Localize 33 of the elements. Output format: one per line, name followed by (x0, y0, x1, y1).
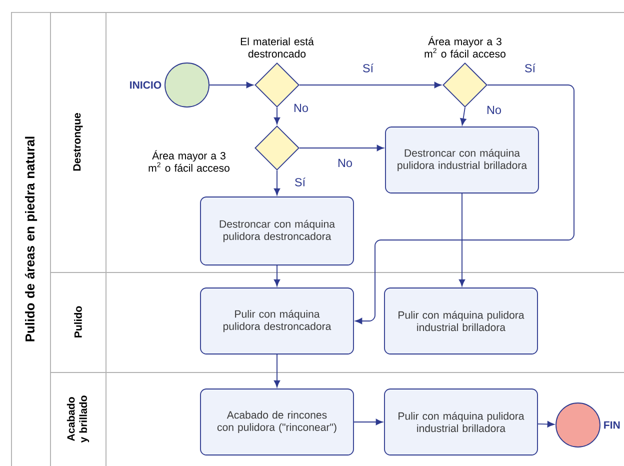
process-box: Destroncar con máquina pulidora destroncadora (200, 196, 354, 266)
process-box: Acabado de rincones con pulidora ("rinconear") (200, 388, 354, 456)
process-box: Pulir con máquina pulidora industrial brilladora (384, 288, 538, 354)
node-caption: FIN (604, 421, 620, 429)
node-caption: INICIO (130, 81, 162, 89)
edge-label: No (292, 102, 310, 114)
decision-diamond (442, 62, 488, 108)
arrow (355, 84, 574, 324)
arrow (274, 170, 280, 196)
edge-label: No (485, 104, 503, 116)
process-box: Pulir con máquina pulidora industrial brilladora (384, 388, 538, 456)
edge-label: No (336, 158, 354, 168)
node-caption: Área mayor a 3 m$^{2}$ o fácil acceso (424, 36, 506, 58)
event-circle (556, 402, 600, 448)
node-caption: Área mayor a 3 m$^{2}$ o fácil acceso (148, 150, 230, 172)
edge-label: Sí (523, 62, 537, 74)
edge-label: Sí (293, 176, 307, 188)
process-box: Destroncar con máquina pulidora industrial brilladora (385, 126, 539, 194)
arrow (209, 82, 254, 88)
arrow (274, 107, 280, 124)
arrow (538, 421, 554, 428)
arrow (460, 107, 466, 126)
edge-label: Sí (361, 62, 375, 74)
decision-diamond (254, 126, 300, 170)
node-caption: El material está destroncado (240, 37, 314, 58)
arrow (299, 144, 384, 152)
arrow (354, 418, 383, 426)
arrow (274, 265, 280, 286)
event-circle (164, 62, 210, 108)
process-box: Pulir con máquina pulidora destroncadora (200, 288, 354, 354)
arrow (458, 193, 466, 286)
arrow (274, 354, 280, 388)
arrow (299, 82, 442, 88)
